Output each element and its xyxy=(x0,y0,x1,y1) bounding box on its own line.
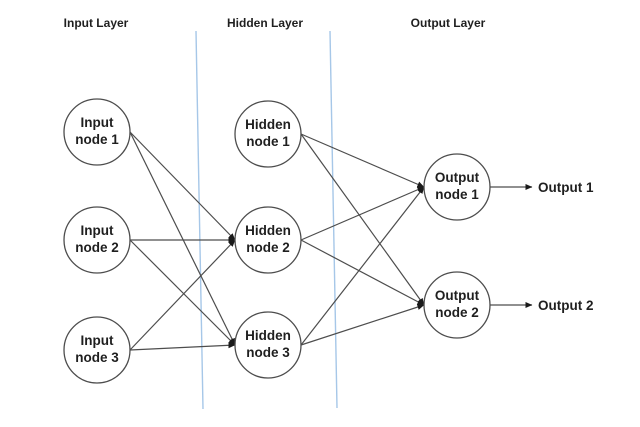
output-1-text: Output 1 xyxy=(538,180,594,195)
hidden-node-3-circle xyxy=(234,311,302,379)
hidden-node-1-label-line2: node 1 xyxy=(246,134,290,149)
node-input-2: Input node 2 xyxy=(63,206,131,274)
hidden-node-2-label-line1: Hidden xyxy=(245,223,291,238)
edge-input1-hidden2 xyxy=(129,131,236,241)
layer-label-input: Input Layer xyxy=(64,16,129,30)
input-node-2-circle xyxy=(63,206,131,274)
output-node-1-label-line1: Output xyxy=(435,170,480,185)
output-node-2-circle xyxy=(423,271,491,339)
node-output-1: Output node 1 xyxy=(423,153,491,221)
output-node-2-label-line1: Output xyxy=(435,288,480,303)
layer-label-hidden: Hidden Layer xyxy=(227,16,303,30)
hidden-node-3-label-line1: Hidden xyxy=(245,328,291,343)
edge-hidden3-output2 xyxy=(300,304,425,346)
output-2-text: Output 2 xyxy=(538,298,594,313)
output-node-1-circle xyxy=(423,153,491,221)
hidden-node-1-label-line1: Hidden xyxy=(245,117,291,132)
edge-hidden1-output2 xyxy=(300,133,425,306)
edge-input3-hidden2 xyxy=(129,239,236,351)
hidden-node-3-label-line2: node 3 xyxy=(246,345,290,360)
node-hidden-3: Hidden node 3 xyxy=(234,311,302,379)
input-node-3-circle xyxy=(63,316,131,384)
input-node-1-circle xyxy=(63,98,131,166)
layer-separator-line-1 xyxy=(195,30,204,410)
node-hidden-2: Hidden node 2 xyxy=(234,206,302,274)
edge-input3-hidden3 xyxy=(129,342,236,351)
output-node-1-label-line2: node 1 xyxy=(435,187,479,202)
input-node-1-label-line1: Input xyxy=(81,115,114,130)
node-input-3: Input node 3 xyxy=(63,316,131,384)
node-hidden-1: Hidden node 1 xyxy=(234,100,302,168)
edge-input1-hidden3 xyxy=(129,131,236,346)
input-node-3-label-line1: Input xyxy=(81,333,114,348)
edge-hidden2-output2 xyxy=(300,239,425,306)
layer-separator-line-2 xyxy=(329,30,338,409)
hidden-node-2-circle xyxy=(234,206,302,274)
output-node-2-label-line2: node 2 xyxy=(435,305,479,320)
edge-hidden1-output1 xyxy=(300,133,425,188)
node-output-2: Output node 2 xyxy=(423,271,491,339)
input-node-2-label-line2: node 2 xyxy=(75,240,119,255)
input-node-1-label-line2: node 1 xyxy=(75,132,119,147)
input-node-3-label-line2: node 3 xyxy=(75,350,119,365)
node-input-1: Input node 1 xyxy=(63,98,131,166)
hidden-node-2-label-line2: node 2 xyxy=(246,240,290,255)
edge-hidden3-output1 xyxy=(300,186,425,346)
input-node-2-label-line1: Input xyxy=(81,223,114,238)
edge-hidden2-output1 xyxy=(300,186,425,241)
layer-label-output: Output Layer xyxy=(411,16,486,30)
hidden-node-1-circle xyxy=(234,100,302,168)
edge-input2-hidden3 xyxy=(129,239,236,346)
